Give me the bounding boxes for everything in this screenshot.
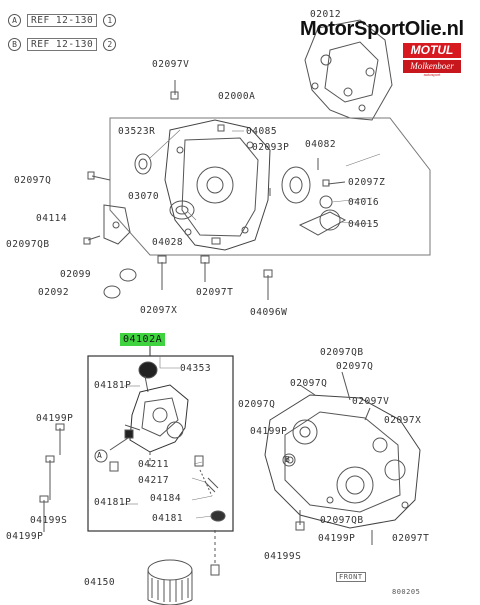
part-label[interactable]: 03070 xyxy=(128,191,160,202)
ref-b-text: REF 12-130 xyxy=(27,38,98,51)
part-label[interactable]: 04082 xyxy=(305,139,337,150)
part-label[interactable]: 02097Q xyxy=(14,175,52,186)
part-label[interactable]: 04199P xyxy=(250,426,288,437)
part-label[interactable]: 02097QB xyxy=(6,239,50,250)
part-label[interactable]: 02097Z xyxy=(348,177,386,188)
ref-a-num: 1 xyxy=(103,14,117,27)
part-label[interactable]: 04150 xyxy=(84,577,116,588)
part-label[interactable]: 02093P xyxy=(252,142,290,153)
oil-pump-body xyxy=(129,384,189,453)
ref-b-num: 2 xyxy=(103,38,117,51)
ref-a-text: REF 12-130 xyxy=(27,14,98,27)
main-housing xyxy=(164,119,271,251)
part-label[interactable]: 02092 xyxy=(38,287,70,298)
part-label[interactable]: 02097Q xyxy=(290,378,328,389)
drawing-number: 800205 xyxy=(392,588,421,596)
transmission-cover xyxy=(304,19,393,121)
part-label[interactable]: 02097T xyxy=(196,287,234,298)
callout-a: A xyxy=(97,451,103,460)
part-label[interactable]: 04217 xyxy=(138,475,170,486)
part-label[interactable]: 04199P xyxy=(6,531,44,542)
highlighted-part-label[interactable]: 04102A xyxy=(120,333,166,346)
upper-group-panel xyxy=(109,117,431,256)
part-label[interactable]: 04353 xyxy=(180,363,212,374)
part-label[interactable]: 04211 xyxy=(138,459,170,470)
part-label[interactable]: 04181 xyxy=(152,513,184,524)
part-label[interactable]: 02097QB xyxy=(320,515,364,526)
ref-a-letter: A xyxy=(8,14,21,27)
part-label[interactable]: 04199P xyxy=(36,413,74,424)
brand-name[interactable]: MotorSportOlie.nl xyxy=(300,18,464,40)
part-label[interactable]: 04199S xyxy=(30,515,68,526)
part-label[interactable]: 04199P xyxy=(318,533,356,544)
part-label[interactable]: 02097Q xyxy=(336,361,374,372)
part-label[interactable]: 04184 xyxy=(150,493,182,504)
part-label[interactable]: 04181P xyxy=(94,380,132,391)
part-label[interactable]: 04114 xyxy=(36,213,68,224)
ref-b-letter: B xyxy=(8,38,21,51)
motul-logo: MOTUL xyxy=(403,43,461,58)
part-label[interactable]: 02000A xyxy=(218,91,256,102)
part-label[interactable]: 02097X xyxy=(384,415,422,426)
part-label[interactable]: 02097X xyxy=(140,305,178,316)
part-label[interactable]: 02097Q xyxy=(238,399,276,410)
part-label[interactable]: 03523R xyxy=(118,126,156,137)
part-label[interactable]: 04199S xyxy=(264,551,302,562)
oil-filter xyxy=(147,559,193,581)
part-label[interactable]: 04015 xyxy=(348,219,380,230)
ref-row-b: B REF 12-130 2 xyxy=(8,38,117,51)
part-label[interactable]: 04016 xyxy=(348,197,380,208)
part-label[interactable]: 02012 xyxy=(310,9,342,20)
front-marker: FRONT xyxy=(336,572,366,582)
part-label[interactable]: 04085 xyxy=(246,126,278,137)
dealer-logo: Molkenboer xyxy=(403,60,461,73)
part-label[interactable]: 02097V xyxy=(352,396,390,407)
part-label[interactable]: 02097QB xyxy=(320,347,364,358)
part-label[interactable]: 02099 xyxy=(60,269,92,280)
oil-pump-box xyxy=(87,355,234,532)
part-label[interactable]: 04181P xyxy=(94,497,132,508)
crankcase-right xyxy=(264,394,421,529)
dealer-tagline: autosport xyxy=(423,72,441,77)
part-label[interactable]: 02097V xyxy=(152,59,190,70)
part-label[interactable]: 04028 xyxy=(152,237,184,248)
part-label[interactable]: 04096W xyxy=(250,307,288,318)
callout-b: B xyxy=(285,455,291,464)
part-label[interactable]: 02097T xyxy=(392,533,430,544)
ref-row-a: A REF 12-130 1 xyxy=(8,14,117,27)
